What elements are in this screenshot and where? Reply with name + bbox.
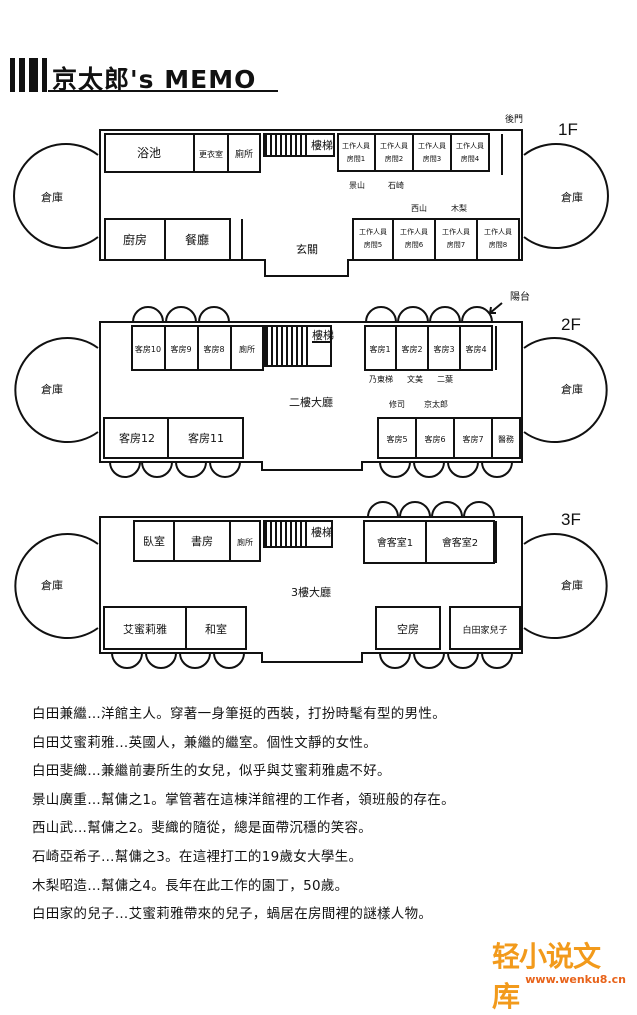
f2-room-2-label: 客房2 (401, 344, 422, 354)
f1-staff-room-6-label: 房間6 (405, 240, 424, 249)
f3-emily-room-label: 艾蜜莉雅 (123, 622, 167, 636)
watermark-url: www.wenku8.cn (525, 973, 626, 986)
f2-occupant-kyotaro: 京太郎 (424, 399, 448, 409)
f1-bath-label: 浴池 (137, 146, 161, 160)
f1-kitchen-label: 廚房 (123, 232, 147, 247)
f1-occupant-ishizaki: 石崎 (388, 180, 404, 190)
f2-occupant-shuji: 修司 (389, 399, 405, 409)
character-notes: 白田兼繼…洋館主人。穿著一身筆挺的西裝，打扮時髦有型的男性。 白田艾蜜莉雅…英國… (32, 700, 627, 929)
f1-staff-room-5-top: 工作人員 (359, 227, 387, 236)
f2-stairs-label: 樓梯 (312, 328, 334, 342)
f1-occupant-kageyama: 景山 (349, 180, 365, 190)
f1-staff-room-3-top: 工作人員 (418, 141, 446, 150)
f1-dressing-label: 更衣室 (199, 149, 223, 159)
f3-hall-label: 3樓大廳 (291, 585, 331, 599)
f2-room-6-label: 客房6 (424, 434, 445, 444)
f2-room-10-label: 客房10 (135, 344, 161, 354)
f2-room-12-label: 客房12 (119, 431, 155, 445)
floor-3-label: 3F (561, 510, 581, 529)
f1-staff-room-4-top: 工作人員 (456, 141, 484, 150)
floor-plans: 1F 倉庫 倉庫 浴池 更衣室 廁所 樓梯 工作人員 工作人員 工作人員 工作人… (13, 113, 609, 669)
f1-staff-room-5-label: 房間5 (364, 240, 382, 249)
f3-stairs-label: 樓梯 (311, 525, 333, 539)
note-line: 白田斐織…兼繼前妻所生的女兒，似乎與艾蜜莉雅處不好。 (32, 763, 391, 780)
f3-study-label: 書房 (191, 534, 213, 548)
f2-room-8-label: 客房8 (203, 344, 224, 354)
floor-1-plan (13, 129, 609, 277)
f1-staff-room-2-top: 工作人員 (380, 141, 408, 150)
f1-entrance-label: 玄關 (296, 242, 318, 256)
f1-warehouse-right-label: 倉庫 (561, 190, 583, 204)
f3-reception-1-label: 會客室1 (377, 536, 413, 549)
f3-empty-room-label: 空房 (397, 622, 419, 636)
floor-3-plan (14, 501, 608, 669)
page-title: 京太郎's MEMO (52, 65, 257, 94)
title-bar-block (29, 58, 38, 92)
f1-toilet-label: 廁所 (235, 148, 253, 160)
f1-occupant-kinashi: 木梨 (451, 203, 467, 213)
f1-staff-room-8-top: 工作人員 (484, 227, 512, 236)
f2-balcony-label: 陽台 (510, 290, 530, 303)
f2-warehouse-left-label: 倉庫 (41, 382, 63, 396)
f2-room-1-label: 客房1 (369, 344, 390, 354)
note-line: 木梨昭造…幫傭之4。長年在此工作的園丁，50歲。 (32, 877, 349, 894)
f1-staff-room-1-top: 工作人員 (342, 141, 370, 150)
f1-staff-room-8-label: 房間8 (489, 240, 507, 249)
note-line: 石崎亞希子…幫傭之3。在這裡打工的19歲女大學生。 (32, 848, 363, 865)
f3-japanese-room-label: 和室 (205, 622, 227, 636)
f3-bedroom-label: 臥室 (143, 534, 165, 548)
f2-occupant-2: 文美 (407, 374, 423, 384)
f3-warehouse-left-label: 倉庫 (41, 578, 63, 592)
f1-warehouse-left-label: 倉庫 (41, 190, 63, 204)
f2-room-3-label: 客房3 (433, 344, 454, 354)
f1-back-door-label: 後門 (505, 113, 523, 125)
title-underline (48, 90, 278, 92)
note-line: 白田家的兒子…艾蜜莉雅帶來的兒子，蝸居在房間裡的謎樣人物。 (32, 906, 433, 923)
f2-toilet-label: 廁所 (239, 344, 255, 354)
note-line: 白田艾蜜莉雅…英國人，兼繼的繼室。個性文靜的女性。 (32, 734, 377, 751)
f2-medical-room-label: 醫務 (498, 434, 514, 444)
f2-hall-label: 二樓大廳 (289, 395, 333, 409)
f1-dining-label: 餐廳 (185, 232, 209, 247)
f1-staff-room-6-top: 工作人員 (400, 227, 428, 236)
f2-room-11-label: 客房11 (188, 431, 224, 445)
floor-2-label: 2F (561, 315, 581, 334)
title-bar-block (19, 58, 25, 92)
f3-toilet-label: 廁所 (237, 537, 253, 547)
f3-son-room-label: 白田家兒子 (462, 624, 507, 636)
f1-occupant-nishiyama: 西山 (411, 203, 427, 213)
f2-room-7-label: 客房7 (462, 434, 483, 444)
f2-occupant-3: 二葉 (437, 374, 453, 384)
f3-reception-2-label: 會客室2 (442, 536, 478, 549)
f1-stairs-label: 樓梯 (311, 138, 333, 152)
f1-staff-room-4-label: 房間4 (461, 154, 480, 163)
f2-room-5-label: 客房5 (386, 434, 407, 444)
note-line: 白田兼繼…洋館主人。穿著一身筆挺的西裝，打扮時髦有型的男性。 (32, 706, 446, 722)
f1-staff-room-1-label: 房間1 (347, 154, 365, 163)
note-line: 景山廣重…幫傭之1。掌管著在這棟洋館裡的工作者，領班般的存在。 (32, 791, 455, 808)
f2-warehouse-right-label: 倉庫 (561, 382, 583, 396)
title-bar: 京太郎's MEMO (10, 58, 278, 94)
f2-occupant-1: 乃東梯 (369, 374, 393, 384)
f1-staff-room-3-label: 房間3 (423, 154, 441, 163)
f2-room-9-label: 客房9 (170, 344, 191, 354)
watermark: 轻小说文库 www.wenku8.cn (492, 935, 632, 1013)
floor-1-label: 1F (558, 120, 578, 139)
floor-2-plan (14, 302, 608, 478)
note-line: 西山武…幫傭之2。斐織的隨從，總是面帶沉穩的笑容。 (32, 820, 373, 837)
f1-staff-room-2-label: 房間2 (385, 154, 403, 163)
f1-staff-room-7-top: 工作人員 (442, 227, 470, 236)
f1-staff-room-7-label: 房間7 (447, 240, 465, 249)
f2-room-4-label: 客房4 (465, 344, 486, 354)
f3-warehouse-right-label: 倉庫 (561, 578, 583, 592)
title-bar-block (42, 58, 47, 92)
title-bar-block (10, 58, 15, 92)
